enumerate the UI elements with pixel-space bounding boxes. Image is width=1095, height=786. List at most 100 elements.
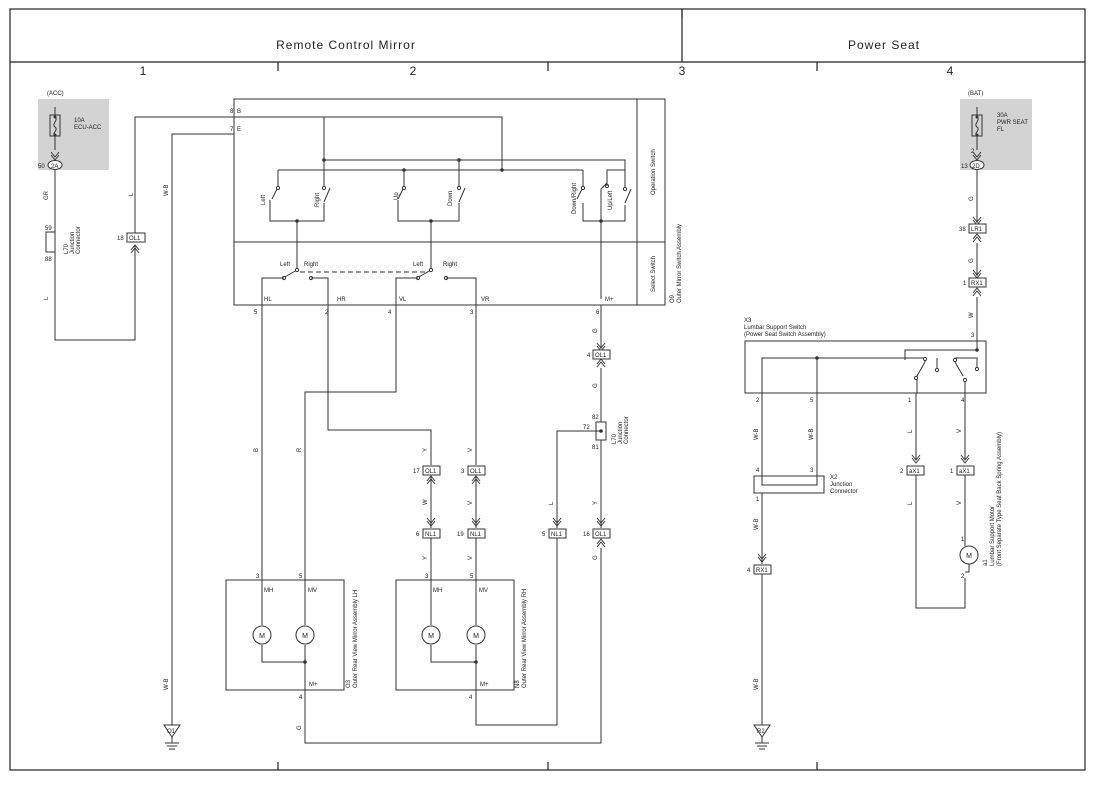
svg-text:X3: X3 xyxy=(744,318,752,324)
switch-contacts: Left Right Up Down Down/Right Up/Left xyxy=(261,160,632,299)
junction-connector-l70 xyxy=(45,231,56,253)
svg-text:2: 2 xyxy=(325,310,329,316)
svg-text:G: G xyxy=(297,725,303,730)
connector-2d xyxy=(969,160,985,170)
svg-text:NL1: NL1 xyxy=(425,532,437,538)
svg-text:W-B: W-B xyxy=(754,428,760,440)
motor-icon xyxy=(466,625,486,645)
ground-r2: R2 xyxy=(757,729,765,735)
lumbar-support-motor: 1 M 2 a1 Lumbar Support Motor (Front Sep… xyxy=(959,432,1003,580)
svg-text:Outer Mirror Switch Assembly: Outer Mirror Switch Assembly xyxy=(677,224,683,303)
svg-text:5: 5 xyxy=(254,310,258,316)
svg-text:(Power Seat Switch Assembly): (Power Seat Switch Assembly) xyxy=(744,332,826,338)
svg-text:1: 1 xyxy=(908,398,912,404)
svg-text:4: 4 xyxy=(388,310,392,316)
svg-text:R: R xyxy=(297,447,303,452)
svg-text:OL1: OL1 xyxy=(470,469,482,475)
svg-text:17: 17 xyxy=(413,469,420,475)
svg-text:W-B: W-B xyxy=(754,678,760,690)
column-number: 2 xyxy=(410,64,417,78)
svg-text:3: 3 xyxy=(971,333,975,339)
svg-text:Down/Right: Down/Right xyxy=(572,183,578,214)
svg-text:G: G xyxy=(969,196,975,201)
svg-text:1: 1 xyxy=(963,281,967,287)
svg-text:M: M xyxy=(428,633,434,640)
svg-text:HL: HL xyxy=(264,297,272,303)
lumbar-support-switch: X3 Lumbar Support Switch (Power Seat Swi… xyxy=(744,318,987,404)
section-title-power-seat: Power Seat xyxy=(848,38,920,52)
svg-text:M+: M+ xyxy=(480,682,489,688)
svg-text:MH: MH xyxy=(433,588,442,594)
svg-text:4: 4 xyxy=(469,695,473,701)
svg-text:MV: MV xyxy=(479,588,488,594)
svg-text:4: 4 xyxy=(299,695,303,701)
wire-acc-feed: GR 59 88 L70 Junction Connector L OL1 18… xyxy=(44,116,504,341)
svg-text:MV: MV xyxy=(308,588,317,594)
svg-text:W-B: W-B xyxy=(164,678,170,690)
svg-text:ECU-ACC: ECU-ACC xyxy=(74,125,102,131)
svg-text:Left: Left xyxy=(280,262,290,268)
svg-text:1: 1 xyxy=(756,497,760,503)
svg-text:19: 19 xyxy=(457,532,464,538)
column-number: 4 xyxy=(947,64,954,78)
svg-text:L: L xyxy=(908,429,914,433)
outer-rear-view-mirror-rh: 3 5 MH MV M M M+ 4 N8 Outer Rear View Mi… xyxy=(395,574,528,701)
svg-text:1: 1 xyxy=(950,469,954,475)
svg-text:Lumbar Support Motor: Lumbar Support Motor xyxy=(990,506,996,566)
svg-text:OL1: OL1 xyxy=(595,532,607,538)
column-number: 3 xyxy=(679,64,686,78)
svg-text:4: 4 xyxy=(961,398,965,404)
svg-text:Up/Left: Up/Left xyxy=(608,190,614,210)
svg-text:6: 6 xyxy=(416,532,420,538)
svg-text:Outer Rear View Mirror Assembl: Outer Rear View Mirror Assembly RH xyxy=(522,589,528,688)
svg-text:V: V xyxy=(468,501,474,505)
svg-text:HR: HR xyxy=(337,297,346,303)
svg-text:OL1: OL1 xyxy=(425,469,437,475)
motor-icon xyxy=(421,625,441,645)
svg-text:8: 8 xyxy=(230,109,234,115)
column-number: 1 xyxy=(140,64,147,78)
svg-text:3: 3 xyxy=(461,469,465,475)
svg-text:RX1: RX1 xyxy=(756,568,768,574)
svg-text:4: 4 xyxy=(747,568,751,574)
svg-text:B: B xyxy=(254,448,260,452)
svg-text:aX1: aX1 xyxy=(909,469,920,475)
select-switch: Left Right Left Right xyxy=(261,260,477,305)
svg-text:G: G xyxy=(593,328,599,333)
svg-text:G: G xyxy=(969,258,975,263)
svg-text:5: 5 xyxy=(542,532,546,538)
svg-text:M: M xyxy=(473,633,479,640)
svg-text:LR1: LR1 xyxy=(971,227,983,233)
svg-text:M: M xyxy=(966,553,972,560)
svg-text:MH: MH xyxy=(264,588,273,594)
svg-text:81: 81 xyxy=(592,445,599,451)
svg-text:V: V xyxy=(957,429,963,433)
svg-text:3: 3 xyxy=(810,468,814,474)
svg-text:L70: L70 xyxy=(64,243,70,254)
svg-text:Left: Left xyxy=(261,195,267,205)
svg-text:L: L xyxy=(129,192,135,196)
svg-text:7: 7 xyxy=(230,127,234,133)
svg-text:13: 13 xyxy=(961,164,968,170)
svg-text:N8: N8 xyxy=(515,680,521,688)
power-seat-harness: G LR1 38 G RX1 1 W xyxy=(959,170,987,341)
svg-text:FL: FL xyxy=(997,127,1005,133)
ground-o1: O1 xyxy=(167,729,176,735)
svg-text:L70: L70 xyxy=(612,433,618,444)
svg-text:NL1: NL1 xyxy=(470,532,482,538)
svg-text:2A: 2A xyxy=(51,164,58,170)
svg-text:W-B: W-B xyxy=(809,428,815,440)
svg-text:5: 5 xyxy=(810,398,814,404)
svg-text:4: 4 xyxy=(756,468,760,474)
svg-text:M+: M+ xyxy=(605,297,614,303)
svg-text:(Front Separate Type Seat Back: (Front Separate Type Seat Back Spring As… xyxy=(997,432,1003,566)
svg-text:L: L xyxy=(908,501,914,505)
motor-icon xyxy=(295,625,315,645)
svg-text:Connector: Connector xyxy=(830,489,858,495)
svg-text:10A: 10A xyxy=(74,118,85,124)
svg-text:W: W xyxy=(423,499,429,505)
svg-text:M: M xyxy=(259,633,265,640)
diagram-frame: Remote Control Mirror Power Seat 1 2 3 4 xyxy=(9,8,1086,771)
svg-text:V: V xyxy=(957,501,963,505)
svg-text:(BAT): (BAT) xyxy=(968,91,983,97)
